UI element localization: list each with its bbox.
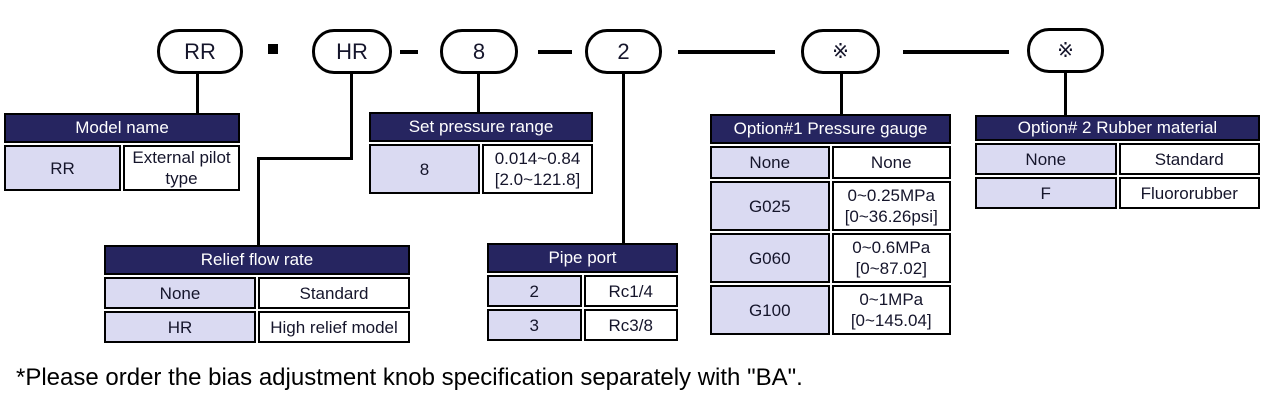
dash-8-2 bbox=[538, 50, 572, 54]
value-cell: 0~0.25MPa [0~36.26psi] bbox=[831, 181, 951, 231]
connector-relief-horizontal bbox=[257, 157, 353, 160]
code-cell: RR bbox=[4, 145, 121, 191]
value-cell: 0~0.6MPa [0~87.02] bbox=[831, 233, 951, 283]
reference-mark-icon: ※ bbox=[1057, 40, 1074, 62]
code-oval-option1: ※ bbox=[801, 29, 880, 74]
code-oval-relief-label: HR bbox=[336, 38, 368, 64]
value-line: 0~0.25MPa bbox=[847, 186, 935, 205]
value-line: [0~87.02] bbox=[855, 259, 927, 278]
value-cell: None bbox=[831, 146, 951, 179]
value-line: 0~1MPa bbox=[859, 290, 924, 309]
table-title: Pipe port bbox=[487, 243, 678, 273]
dash-2-option1 bbox=[678, 50, 775, 54]
value-cell: 0~1MPa [0~145.04] bbox=[831, 285, 951, 335]
table-header-row: Model name bbox=[4, 113, 240, 143]
value-cell: Fluororubber bbox=[1118, 177, 1260, 209]
code-oval-model: RR bbox=[157, 29, 243, 74]
value-line: 0.014~0.84 bbox=[494, 149, 581, 168]
connector-option2 bbox=[1064, 71, 1067, 118]
table-row: 3 Rc3/8 bbox=[487, 309, 678, 341]
connector-set-pressure bbox=[477, 72, 480, 113]
table-title: Set pressure range bbox=[369, 112, 593, 142]
table-title: Relief flow rate bbox=[104, 245, 410, 275]
table-row: 2 Rc1/4 bbox=[487, 275, 678, 307]
code-oval-model-label: RR bbox=[184, 38, 216, 64]
code-cell: G060 bbox=[710, 233, 830, 283]
value-cell: Standard bbox=[1118, 143, 1260, 175]
table-option1-pressure-gauge: Option#1 Pressure gauge None None G025 0… bbox=[708, 112, 953, 337]
code-cell: HR bbox=[104, 311, 256, 343]
connector-model-name bbox=[196, 72, 199, 114]
value-line: [0~36.26psi] bbox=[844, 207, 938, 226]
code-cell: None bbox=[975, 143, 1117, 175]
table-row: None None bbox=[710, 146, 951, 179]
value-cell: Rc1/4 bbox=[583, 275, 678, 307]
table-row: RR External pilot type bbox=[4, 145, 240, 191]
table-relief-flow-rate: Relief flow rate None Standard HR High r… bbox=[102, 243, 412, 345]
table-pipe-port: Pipe port 2 Rc1/4 3 Rc3/8 bbox=[485, 241, 680, 343]
table-option2-rubber-material: Option# 2 Rubber material None Standard … bbox=[973, 113, 1262, 211]
value-line: None bbox=[870, 153, 912, 172]
code-cell: 2 bbox=[487, 275, 582, 307]
code-oval-set-pressure-label: 8 bbox=[472, 38, 486, 64]
value-cell: Rc3/8 bbox=[583, 309, 678, 341]
table-header-row: Pipe port bbox=[487, 243, 678, 273]
table-row: F Fluororubber bbox=[975, 177, 1260, 209]
value-line: External pilot type bbox=[132, 148, 231, 188]
code-cell: None bbox=[104, 277, 256, 309]
code-oval-set-pressure: 8 bbox=[440, 29, 518, 74]
table-header-row: Option#1 Pressure gauge bbox=[710, 114, 951, 144]
value-line: [0~145.04] bbox=[850, 311, 932, 330]
value-cell: Standard bbox=[258, 277, 410, 309]
value-line: 0~0.6MPa bbox=[852, 238, 931, 257]
code-oval-pipe-port: 2 bbox=[585, 29, 662, 74]
table-row: None Standard bbox=[975, 143, 1260, 175]
code-oval-pipe-port-label: 2 bbox=[617, 38, 630, 64]
code-cell: None bbox=[710, 146, 830, 179]
value-line: Fluororubber bbox=[1140, 183, 1238, 203]
value-cell: External pilot type bbox=[123, 145, 240, 191]
value-cell: High relief model bbox=[258, 311, 410, 343]
table-row: G100 0~1MPa [0~145.04] bbox=[710, 285, 951, 335]
table-row: G060 0~0.6MPa [0~87.02] bbox=[710, 233, 951, 283]
code-cell: G025 bbox=[710, 181, 830, 231]
code-cell: 3 bbox=[487, 309, 582, 341]
dash-hr-8 bbox=[400, 50, 418, 54]
value-line: Standard bbox=[1154, 149, 1224, 169]
table-model-name: Model name RR External pilot type bbox=[2, 111, 242, 193]
value-line: High relief model bbox=[270, 317, 398, 337]
code-cell: 8 bbox=[369, 144, 480, 194]
table-row: 8 0.014~0.84 [2.0~121.8] bbox=[369, 144, 593, 194]
code-oval-option2: ※ bbox=[1027, 28, 1104, 73]
connector-pipe-port bbox=[622, 72, 625, 244]
square-separator-icon: ■ bbox=[268, 44, 278, 54]
footnote-text: *Please order the bias adjustment knob s… bbox=[16, 364, 803, 391]
table-header-row: Option# 2 Rubber material bbox=[975, 115, 1260, 141]
table-title: Option#1 Pressure gauge bbox=[710, 114, 951, 144]
table-row: None Standard bbox=[104, 277, 410, 309]
code-cell: G100 bbox=[710, 285, 830, 335]
code-cell: F bbox=[975, 177, 1117, 209]
reference-mark-icon: ※ bbox=[832, 41, 849, 63]
value-cell: 0.014~0.84 [2.0~121.8] bbox=[482, 144, 593, 194]
table-title: Model name bbox=[4, 113, 240, 143]
table-row: HR High relief model bbox=[104, 311, 410, 343]
table-title: Option# 2 Rubber material bbox=[975, 115, 1260, 141]
value-line: [2.0~121.8] bbox=[494, 170, 581, 189]
value-line: Rc1/4 bbox=[608, 281, 653, 301]
value-line: Standard bbox=[299, 283, 369, 303]
value-line: Rc3/8 bbox=[608, 315, 653, 335]
table-header-row: Set pressure range bbox=[369, 112, 593, 142]
table-set-pressure-range: Set pressure range 8 0.014~0.84 [2.0~121… bbox=[367, 110, 595, 196]
table-header-row: Relief flow rate bbox=[104, 245, 410, 275]
connector-option1 bbox=[840, 71, 843, 117]
connector-relief-vertical-lower bbox=[257, 157, 260, 246]
connector-relief-vertical-upper bbox=[350, 72, 353, 160]
table-row: G025 0~0.25MPa [0~36.26psi] bbox=[710, 181, 951, 231]
dash-option1-option2 bbox=[903, 50, 1009, 54]
code-oval-relief: HR bbox=[312, 29, 392, 74]
